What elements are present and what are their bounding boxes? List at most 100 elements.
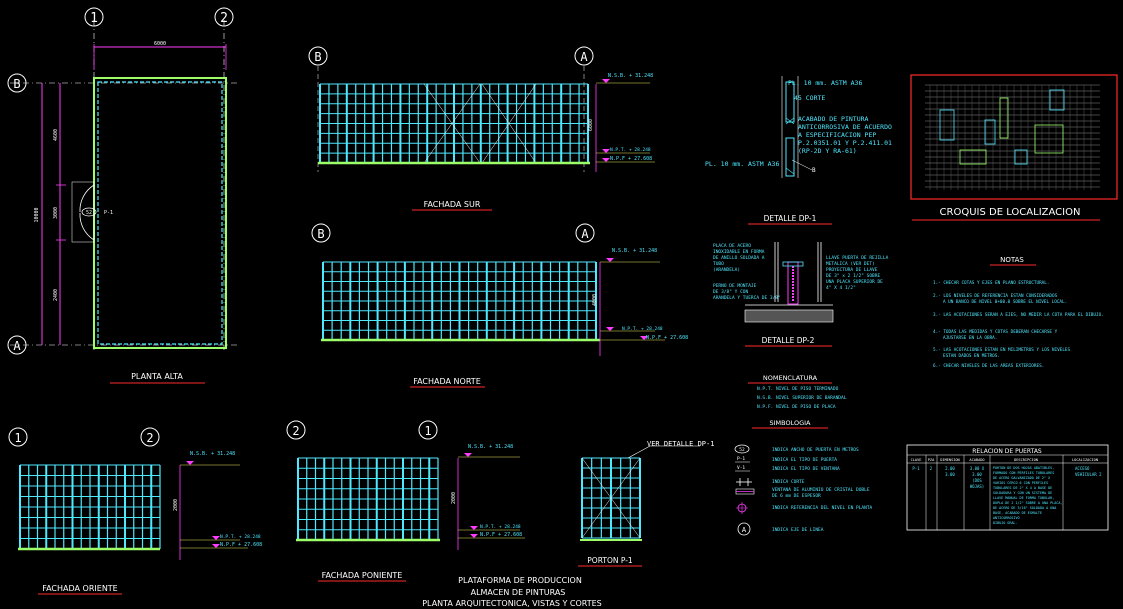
fachada-poniente-view: 2 1 2000 N.S.B. + 31.248 N.P.T. + 28.248… [286,420,525,582]
dim-sur-height: 6000 [588,119,594,131]
level-npt-poniente: N.P.T. + 28.248 [480,524,521,530]
dim-plan-width: 6000 [154,41,166,47]
puertas-desc-line: LLAVE MANUAL DE FORMA TUBULAR, [993,496,1054,500]
simbologia-row-2: INDICA EL TIPO DE PUERTA [772,457,837,463]
level-npt-norte: N.P.T. + 28.248 [622,326,663,332]
level-nsb-poniente: N.S.B. + 31.248 [468,444,513,450]
nota-1: 1.- CHECAR COTAS Y EJES EN PLANO ESTRUCT… [933,280,1049,286]
dp2-b1: PERNO DE MONTAJE [713,283,757,289]
pon-axis-1: 1 [424,424,431,438]
puertas-title: RELACION DE PUERTAS [972,448,1042,455]
notas-section: NOTAS 1.- CHECAR COTAS Y EJES EN PLANO E… [933,256,1104,369]
dp2-b3: ARANDELA Y TUERCA DE 3/8" [713,295,781,301]
dp1-note-9: B [812,167,816,174]
level-npf-sur: N.P.F + 27.608 [610,156,652,162]
simbologia-section: SIMBOLOGIA 52 INDICA ANCHO DE PUERTA EN … [734,419,873,536]
dp1-note-1: PL. 10 mm. ASTM A36 [788,79,862,87]
pon-axis-2: 2 [292,424,299,438]
nomenclatura-title: NOMENCLATURA [763,374,818,382]
nomenclatura-section: NOMENCLATURA N.P.T. NIVEL DE PISO TERMIN… [748,374,847,410]
dp1-note-3: ACABADO DE PINTURA [798,115,869,123]
dim-plan-height: 10000 [34,207,40,222]
symbol-1-label: 52 [739,447,745,453]
puertas-cell-loc-2: VEHICULAR 2 [1075,472,1102,477]
title-detalle-dp1: DETALLE DP-1 [764,214,817,223]
simbologia-row-4: INDICA CORTE [772,479,805,485]
axis-bubble-1 [84,7,104,27]
puertas-header-pza: PZA [928,458,935,462]
axis-label-2: 2 [220,11,228,26]
dp1-note-7: (RP-2D Y RA-61) [798,147,857,155]
axis-bubble-a [7,335,27,355]
dp2-a3: DE ANILLO SOLDADA A [713,255,765,261]
puertas-desc-line: TUBULARES DE 2" X 4 A BASE DE [993,486,1052,490]
nomenclatura-row-3: N.P.F. NIVEL DE PISO DE PLACA [757,404,836,410]
dim-poniente-height: 2000 [451,492,457,504]
croquis-section: CROQUIS DE LOCALIZACION [910,74,1118,221]
title-planta-alta: PLANTA ALTA [131,372,183,381]
map-block [1014,149,1028,165]
planta-alta-view: 1 2 B A 6000 10000 4600 3000 2400 52 P-1… [7,7,240,384]
simbologia-row-3: INDICA EL TIPO DE VENTANA [772,466,840,472]
dp1-note-4: ANTICORROSIVA DE ACUERDO [798,123,892,131]
axis-label-b: B [13,77,20,91]
dp2-c4: DE 3" x 2 1/2" SOBRE [826,273,880,279]
map-block [999,97,1009,139]
puertas-header-acabado: ACABADO [969,458,984,462]
dp1-note-6: P.2.0351.01 Y P.2.411.01 [798,139,892,147]
simbologia-row-6: INDICA REFERENCIA DEL NIVEL EN PLANTA [772,505,873,511]
fachada-norte-view: B A 4000 N.S.B. + 31.248 N.P.T. + 28.248… [311,223,688,388]
title-porton: PORTON P-1 [587,556,633,565]
porton-view: VER DETALLE DP-1 PORTON P-1 [578,440,714,567]
title-block-line-3: PLANTA ARQUITECTONICA, VISTAS Y CORTES [422,599,602,608]
dim-plan-h3: 2400 [53,289,59,301]
puertas-cell-acab-2: 3.00 [972,472,982,477]
dp1-note-8: PL. 10 mm. ASTM A36 [705,160,779,168]
puertas-desc-line: BASE, ACABADO DE ESMALTE [993,511,1042,515]
puertas-desc-line: DE ACERO GALVANIZADO DE 2" X [993,476,1051,480]
puertas-cell-acab-1: 3.00 X [970,466,985,471]
door-width-tag: 52 [86,210,92,216]
level-npf-norte: N.P.F + 27.608 [646,335,688,341]
puertas-cell-acab-3: (DOS [972,478,982,483]
symbol-door-width-icon [734,444,750,454]
puertas-desc-line: DE ACERO DE 3/16" SOLDADA A UNA [993,506,1056,510]
dp1-note-2: 45 CORTE [794,94,825,102]
level-nsb-sur: N.S.B. + 31.248 [608,73,653,79]
detalle-dp2-view: PLACA DE ACERO INOXIDABLE EN FORMA DE AN… [713,242,889,347]
axis-label-a: A [13,339,21,353]
puertas-desc-line: ANTICORROSIVO [993,516,1020,520]
nota-5a: 5.- LAS ACOTACIONES ESTAN EN MILIMETROS … [933,347,1071,353]
axis-label-1: 1 [90,11,98,26]
dp2-a2: INOXIDABLE EN FORMA [713,249,765,255]
nomenclatura-row-1: N.P.T. NIVEL DE PISO TERMINADO [757,386,839,392]
croquis-frame [910,74,1118,200]
dim-norte-height: 4000 [592,294,598,306]
axis-bubble-2 [214,7,234,27]
title-fachada-sur: FACHADA SUR [424,200,481,209]
dim-plan-h2: 3000 [53,207,59,219]
relacion-puertas-table: RELACION DE PUERTAS CLAVE PZA DIMENSION … [906,444,1109,531]
puertas-desc-line: SOLDADURA Y CON UN SISTEMA DE [993,491,1052,495]
puertas-desc-line: DUPLA DE 2 1/2" SOBRE A UNA PLACA, [993,501,1062,505]
nota-6: 6.- CHECAR NIVELES DE LAS AREAS EXTERIOR… [933,363,1044,369]
dp2-c2: METALICA (VER DET) [826,261,875,267]
map-block [959,149,987,165]
simbologia-row-1: INDICA ANCHO DE PUERTA EN METROS [772,447,859,453]
symbol-2-label: P-1 [737,456,745,462]
dp2-c6: 4" X 4 1/2" [826,285,856,291]
dim-oriente-height: 2000 [173,499,179,511]
nota-2a: 2.- LOS NIVELES DE REFERENCIA ESTAN CONS… [933,293,1058,299]
puertas-header-localizacion: LOCALIZACION [1072,458,1098,462]
puertas-cell-pza: 2 [930,466,933,471]
nota-5b: ESTAN DADOS EN METROS. [943,353,1000,359]
puertas-desc-line: VARIOS CERCO 6 CON PERFILES [993,481,1048,485]
simbologia-row-5a: VENTANA DE ALUMINIO DE CRISTAL DOBLE [772,487,870,493]
norte-axis-a: A [581,227,589,241]
puertas-desc-line: PORTON DE DOS HOJAS ABATIBLES, [993,466,1054,470]
map-block [939,109,955,141]
symbol-3-label: V-1 [737,465,745,471]
nota-4a: 4.- TODAS LAS MEDIDAS Y COTAS DEBERAN CH… [933,329,1058,335]
door-type-tag: P-1 [104,210,113,216]
